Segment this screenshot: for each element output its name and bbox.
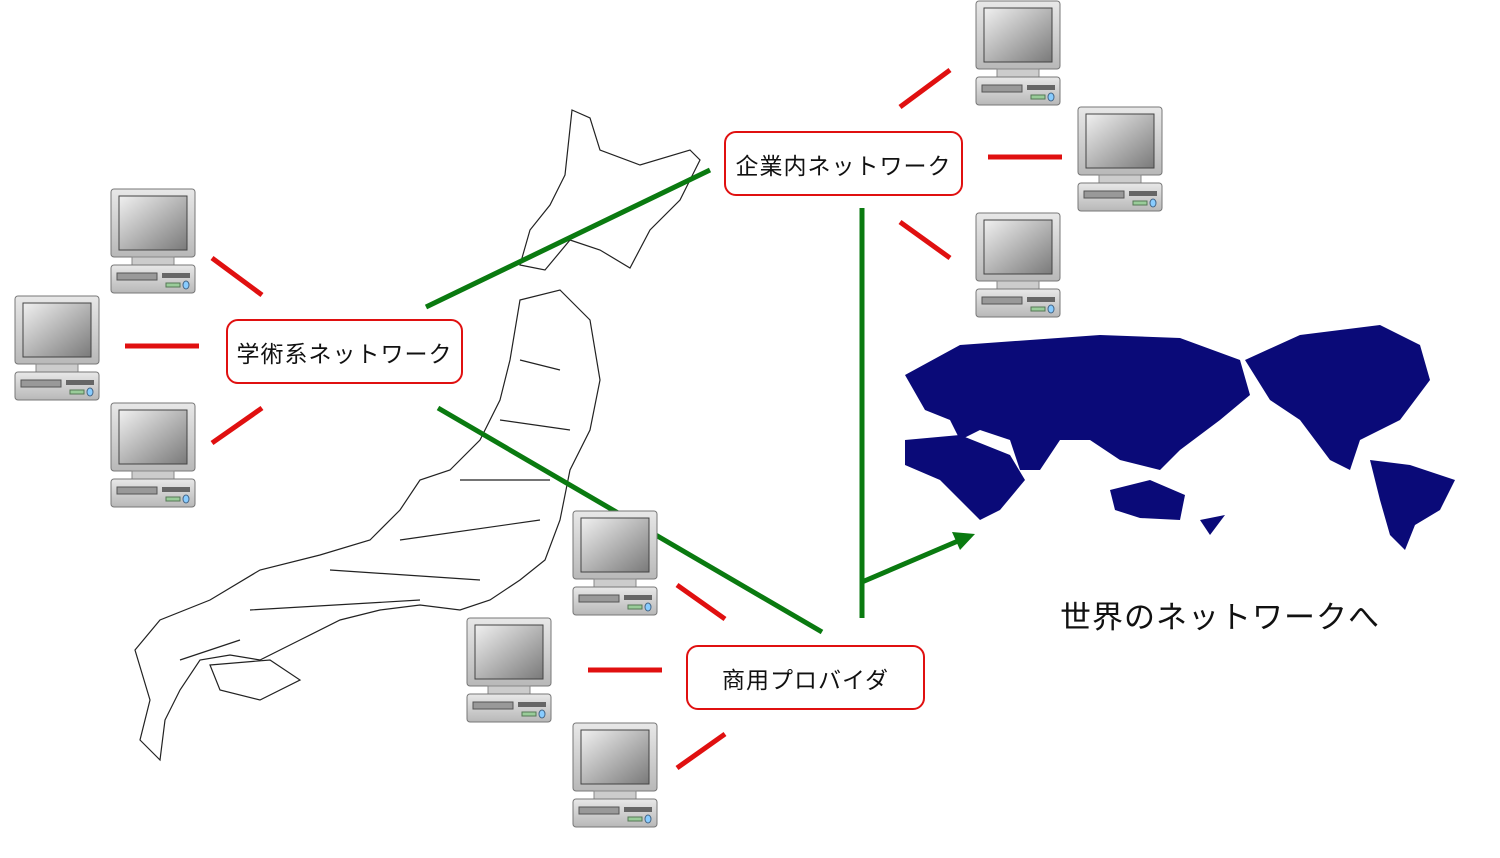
local-links [125, 67, 1062, 771]
computer-icon [975, 212, 1061, 318]
world-network-caption: 世界のネットワークへ [1060, 600, 1380, 636]
computer-icon [466, 617, 552, 723]
computer-icon [14, 295, 100, 401]
backbone-links [424, 167, 959, 635]
japan-map [134, 109, 701, 762]
link-provider-pc3 [675, 731, 727, 771]
link-corporate-pc3 [898, 219, 952, 261]
link-academic-corporate [424, 167, 712, 310]
link-corporate-pc1 [898, 67, 952, 110]
academic-network-node: 学術系ネットワーク [226, 319, 463, 384]
link-to-world-arrow [861, 538, 959, 585]
computer-icon [975, 0, 1061, 106]
computer-icon [110, 188, 196, 294]
corporate-network-node: 企業内ネットワーク [724, 131, 963, 196]
link-academic-pc3 [210, 405, 264, 446]
computer-icon [110, 402, 196, 508]
link-academic-pc1 [210, 255, 264, 298]
computer-icon [1077, 106, 1163, 212]
link-provider-pc1 [675, 582, 727, 622]
world-map [905, 325, 1455, 550]
computer-icon [572, 722, 658, 828]
computer-icon [572, 510, 658, 616]
commercial-provider-node: 商用プロバイダ [686, 645, 925, 710]
arrowhead-icon [952, 532, 975, 550]
